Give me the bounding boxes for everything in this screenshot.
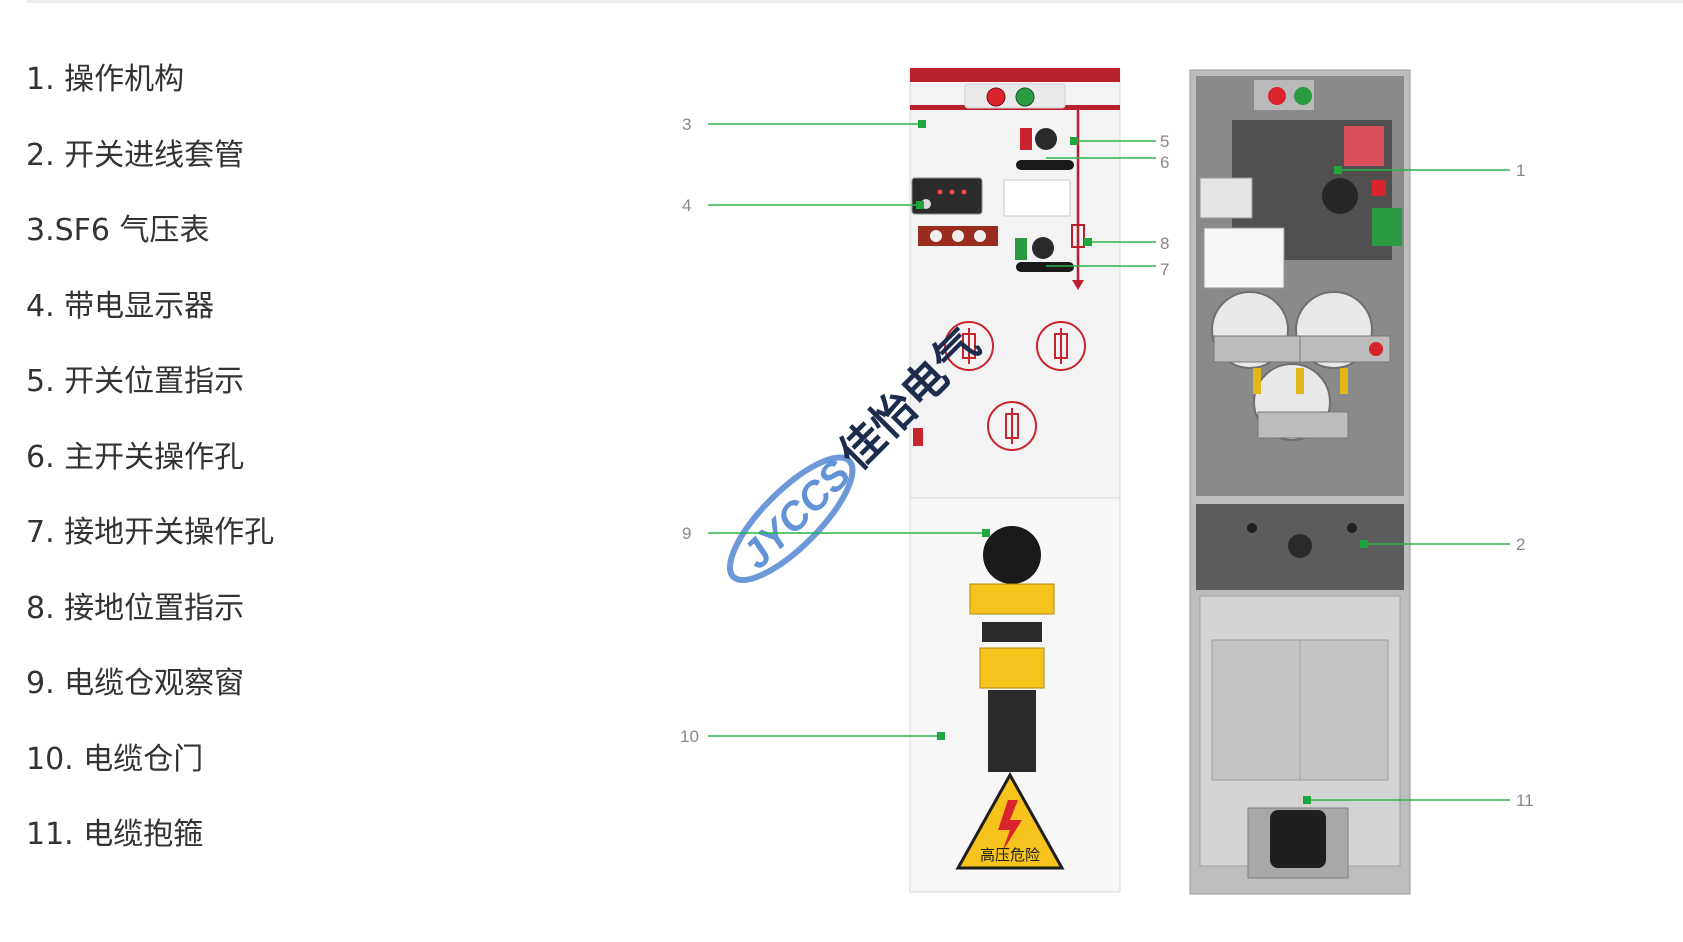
main-switch-hole-icon [1016,160,1074,170]
legend-item-11: 11. 电缆抱箍 [26,817,204,852]
callout-1: 1 [1516,161,1525,180]
observation-window-icon [983,526,1041,584]
label-plate [1003,179,1071,217]
front-panel: 高压危险 [909,68,1121,893]
green-lamp-icon [1015,87,1035,107]
callout-3: 3 [682,115,691,134]
callout-5: 5 [1160,132,1169,151]
legend-item-5: 5. 开关位置指示 [26,364,245,399]
legend-item-4: 4. 带电显示器 [26,288,215,324]
callout-8: 8 [1160,234,1169,253]
svg-text:JYCCS: JYCCS [734,452,860,578]
green-lamp-icon [1294,87,1312,105]
callout-2: 2 [1516,535,1525,554]
interior-panel [1189,69,1411,895]
callout-4: 4 [682,196,691,215]
legend-item-1: 1. 操作机构 [26,62,185,97]
legend-item-8: 8. 接地位置指示 [26,590,245,626]
red-lamp-icon [1268,87,1286,105]
switch-position-indicator-icon [1035,128,1057,150]
callout-11: 11 [1516,791,1534,810]
legend-item-2: 2. 开关进线套管 [26,137,245,173]
legend-item-10: 10. 电缆仓门 [26,741,204,777]
earthing-position-indicator-icon [1032,237,1054,259]
legend-item-9: 9. 电缆仓观察窗 [26,666,245,701]
panel-top-strip [910,68,1120,82]
callout-leaders [708,120,1510,804]
callout-10: 10 [680,727,699,746]
cable-door-handle-icon [988,690,1036,772]
fuse-symbol-icon [944,321,1086,451]
callout-6: 6 [1160,153,1169,172]
callout-numbers: 1 2 3 4 5 6 7 8 9 10 11 [680,115,1534,810]
callout-7: 7 [1160,260,1169,279]
red-lamp-icon [986,87,1006,107]
callout-9: 9 [682,524,691,543]
legend-item-7: 7. 接地开关操作孔 [26,515,275,550]
top-divider [26,0,1683,3]
earthing-switch-hole-icon [1016,262,1074,272]
cable-clamp-icon [1270,810,1326,868]
warning-label: 高压危险 [980,846,1040,864]
component-legend: 1. 操作机构 2. 开关进线套管 3.SF6 气压表 4. 带电显示器 5. … [26,52,274,883]
legend-item-6: 6. 主开关操作孔 [26,439,245,475]
legend-item-3: 3.SF6 气压表 [26,213,210,248]
